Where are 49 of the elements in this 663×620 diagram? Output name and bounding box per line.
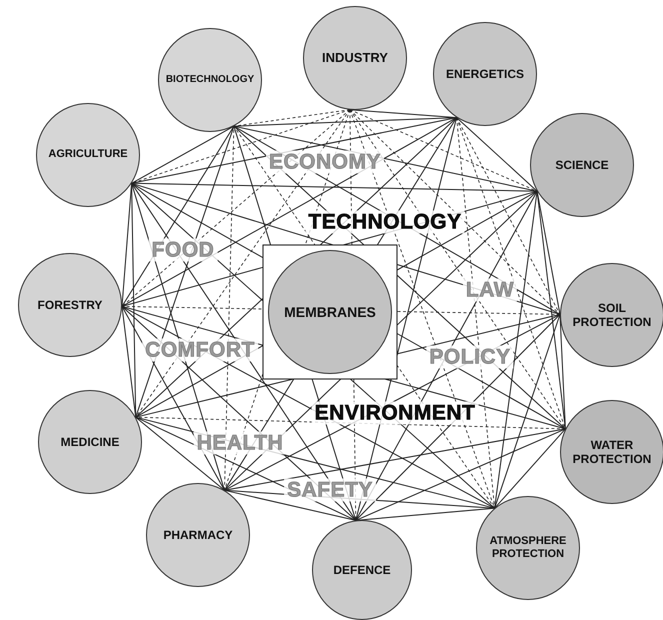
node-label: ATMOSPHERE PROTECTION: [488, 534, 568, 562]
connector-line: [456, 117, 566, 430]
node-label: PHARMACY: [162, 528, 234, 542]
theme-word: HEALTH: [194, 431, 286, 455]
connector-line: [494, 190, 538, 509]
theme-word: LAW: [462, 278, 518, 302]
node-label: DEFENCE: [332, 562, 392, 578]
theme-word: FOOD: [148, 238, 218, 262]
connector-line: [224, 428, 566, 491]
node-label: MEMBRANES: [283, 304, 377, 320]
connector-line: [224, 117, 458, 491]
connector-line: [234, 126, 495, 509]
node-label: WATER PROTECTION: [572, 438, 652, 466]
connector-line: [135, 314, 560, 418]
theme-word: COMFORT: [142, 338, 258, 362]
connector-line: [233, 126, 356, 521]
connector-line: [131, 126, 234, 184]
connector-line: [456, 117, 560, 315]
connector-line: [536, 190, 566, 430]
node-label: BIOTECHNOLOGY: [164, 74, 256, 86]
theme-word: POLICY: [426, 345, 514, 369]
connector-line: [233, 126, 538, 192]
connector-line: [131, 182, 538, 192]
theme-word: TECHNOLOGY: [305, 210, 465, 234]
node-label: AGRICULTURE: [47, 148, 129, 162]
connector-line: [494, 314, 560, 509]
node-label: FORESTRY: [36, 298, 104, 312]
connector-line: [224, 490, 356, 521]
connector-line: [224, 190, 538, 491]
theme-word: ECONOMY: [266, 150, 384, 174]
connector-line: [122, 182, 132, 307]
connector-line: [122, 117, 458, 307]
connector-line: [355, 428, 566, 521]
connector-line: [135, 416, 225, 491]
node-label: ENERGETICS: [444, 66, 525, 82]
connector-line: [355, 508, 496, 521]
node-label: SOIL PROTECTION: [572, 300, 652, 330]
connector-line: [494, 428, 566, 509]
connector-line: [350, 109, 538, 192]
connector-line: [131, 117, 458, 184]
node-label: INDUSTRY: [321, 50, 389, 66]
connector-line: [122, 306, 566, 430]
connector-line: [350, 109, 566, 430]
connector-line: [456, 117, 538, 192]
node-label: SCIENCE: [554, 158, 610, 172]
connector-line: [456, 117, 495, 509]
node-label: MEDICINE: [60, 434, 120, 450]
theme-word: SAFETY: [284, 478, 376, 502]
theme-word: ENVIRONMENT: [312, 401, 478, 425]
